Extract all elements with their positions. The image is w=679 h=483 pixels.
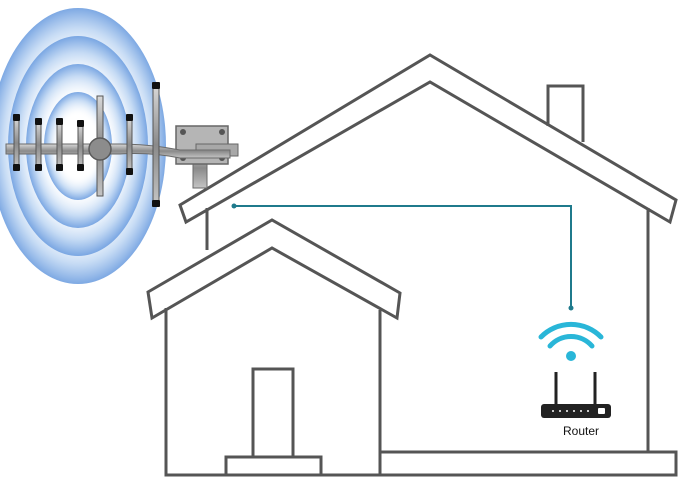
wifi-icon [541, 324, 601, 361]
main-roof [180, 55, 676, 222]
router-label: Router [545, 424, 617, 438]
front-roof [148, 220, 400, 318]
signal-cable [232, 204, 574, 311]
door [253, 369, 293, 457]
front-house [148, 220, 400, 475]
router-icon [541, 372, 611, 418]
main-base [380, 452, 676, 475]
door-step [226, 457, 321, 475]
